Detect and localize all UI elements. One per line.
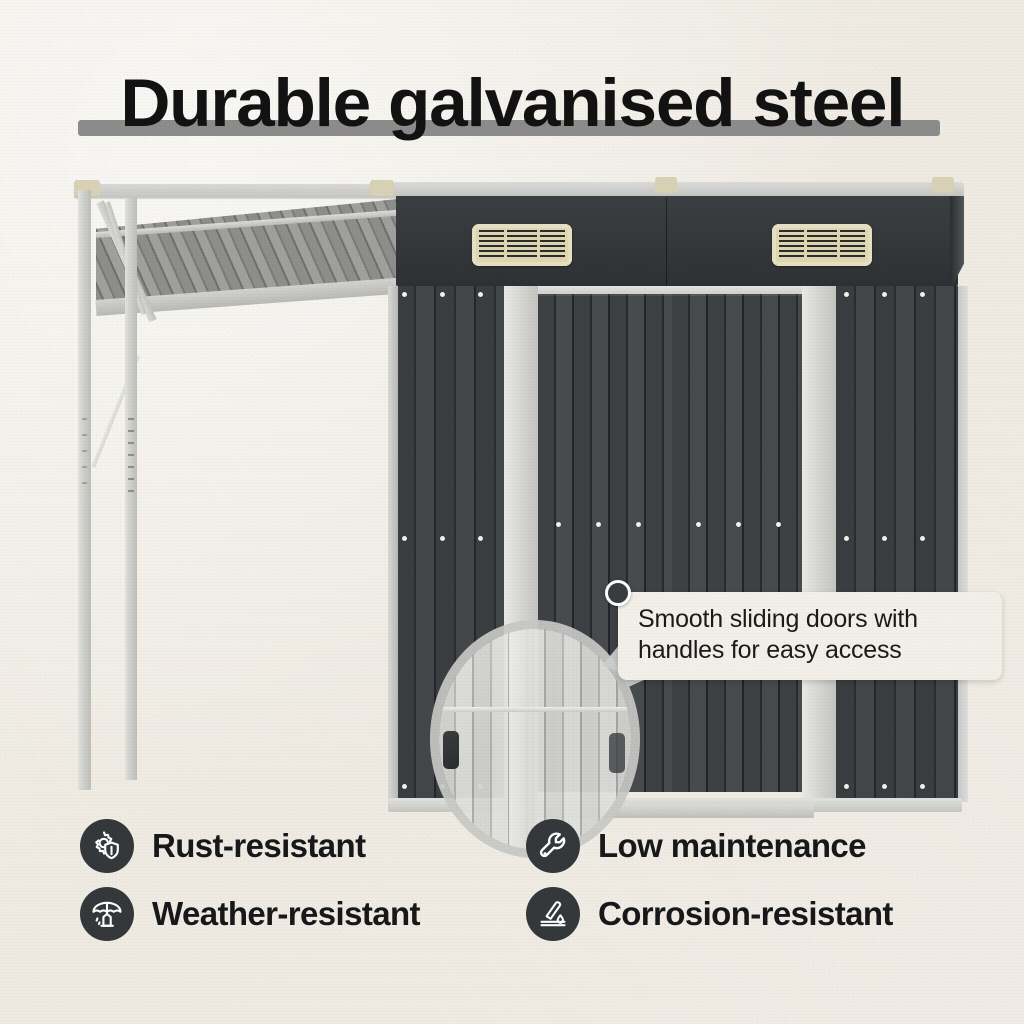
panel-rivet	[440, 292, 445, 297]
panel-rivet	[440, 536, 445, 541]
panel-rivet	[402, 292, 407, 297]
door-rivet	[596, 522, 601, 527]
panel-rivet	[402, 784, 407, 789]
vent-divider-1	[804, 230, 807, 260]
page-title: Durable galvanised steel	[119, 65, 905, 141]
panel-rivet	[920, 292, 925, 297]
panel-rivet	[920, 536, 925, 541]
canopy-post-outer	[78, 190, 91, 790]
shed-wall-and-door-block	[396, 286, 958, 798]
panel-rivet	[844, 292, 849, 297]
shed-fascia-seam	[666, 198, 667, 286]
feature-label: Corrosion-resistant	[598, 895, 893, 932]
left-sliding-door[interactable]	[538, 294, 672, 792]
door-rivet	[556, 522, 561, 527]
panel-rivet	[844, 536, 849, 541]
panel-rivet	[478, 292, 483, 297]
left-vent	[472, 224, 572, 266]
vent-divider-2	[837, 230, 840, 260]
headline-underline-bar	[78, 120, 940, 136]
shed-roof-edge	[394, 182, 964, 198]
door-lintel	[538, 286, 802, 296]
roof-corner-cap-middle	[655, 177, 677, 193]
feature-weather-resistant: Weather-resistant	[80, 880, 520, 948]
door-rivet	[736, 522, 741, 527]
feature-label: Rust-resistant	[152, 827, 366, 864]
panel-rivet	[882, 536, 887, 541]
door-frame-post-left	[504, 286, 538, 798]
vent-divider-2	[537, 230, 540, 260]
roof-corner-cap-right	[932, 177, 954, 193]
panel-rivet	[920, 784, 925, 789]
door-rivet	[636, 522, 641, 527]
right-sliding-door[interactable]	[672, 294, 802, 792]
product-illustration	[0, 150, 1024, 858]
canopy-corner-cap-right	[370, 180, 394, 196]
feature-corrosion-resistant: Corrosion-resistant	[526, 880, 966, 948]
vent-divider-1	[504, 230, 507, 260]
shed-right-trim	[958, 286, 968, 802]
canopy-post-bolts-inner	[128, 418, 134, 492]
callout-box: Smooth sliding doors with handles for ea…	[605, 580, 1002, 680]
shed-wall-right	[836, 286, 958, 798]
vent-louvre-slats	[479, 230, 565, 260]
door-rivet	[696, 522, 701, 527]
canopy-post-bolts-outer	[82, 418, 87, 492]
panel-rivet	[478, 784, 483, 789]
feature-label: Low maintenance	[598, 827, 867, 864]
shed-body	[388, 177, 968, 818]
vent-louvre-slats	[779, 230, 865, 260]
callout-text: Smooth sliding doors with handles for ea…	[638, 605, 918, 664]
wrench-icon	[526, 819, 580, 873]
right-vent	[772, 224, 872, 266]
headline-block: Durable galvanised steel	[0, 66, 1024, 140]
shed-wall-left	[396, 286, 504, 798]
panel-rivet	[478, 536, 483, 541]
gear-shield-icon	[80, 819, 134, 873]
shed-fascia-right-edge	[950, 196, 964, 290]
feature-low-maintenance: Low maintenance	[526, 812, 966, 880]
panel-rivet	[402, 536, 407, 541]
callout-marker-dot	[605, 580, 631, 606]
door-rivet	[776, 522, 781, 527]
feature-list: Rust-resistant Low maintenance	[0, 812, 1024, 972]
umbrella-house-icon	[80, 887, 134, 941]
door-frame-post-right	[802, 286, 836, 798]
panel-rivet	[440, 784, 445, 789]
canopy-roof-edge	[74, 184, 414, 198]
feature-label: Weather-resistant	[152, 895, 421, 932]
panel-rivet	[882, 292, 887, 297]
panel-rivet	[882, 784, 887, 789]
panel-rivet	[844, 784, 849, 789]
droplet-surface-icon	[526, 887, 580, 941]
feature-rust-resistant: Rust-resistant	[80, 812, 520, 880]
shed-left-trim	[388, 286, 398, 802]
